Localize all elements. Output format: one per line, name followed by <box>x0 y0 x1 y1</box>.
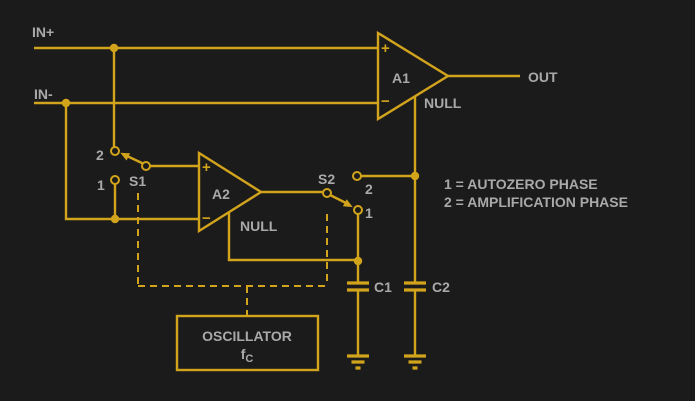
c2-plates <box>404 281 426 292</box>
oscillator-block: OSCILLATOR fC <box>175 314 320 372</box>
phase-legend: 1 = AUTOZERO PHASE 2 = AMPLIFICATION PHA… <box>444 176 628 210</box>
s2-arm-arrowhead <box>342 199 353 208</box>
a1-label: A1 <box>392 70 410 86</box>
oscillator-label: OSCILLATOR <box>202 328 292 344</box>
c2-ground-icon <box>404 354 426 370</box>
a1-null-label: NULL <box>424 95 462 111</box>
opamp-a2: + − A2 NULL <box>197 150 278 234</box>
a2-label: A2 <box>212 186 230 202</box>
oscillator-frequency-label: fC <box>241 346 254 365</box>
a2-plus-input-label: + <box>202 159 211 176</box>
junction-c2-node <box>410 171 420 181</box>
switch-s2: S2 2 1 <box>318 171 373 221</box>
legend-amplification-phase: 2 = AMPLIFICATION PHASE <box>444 194 628 210</box>
s1-arm <box>126 154 145 166</box>
oscillator-control-lines <box>137 193 328 316</box>
opamp-a2-triangle <box>197 150 264 234</box>
c2-label: C2 <box>432 279 450 295</box>
junction-c1-node <box>353 256 363 266</box>
a1-plus-input-label: + <box>381 40 390 57</box>
s1-pos2-label: 2 <box>96 147 104 163</box>
s2-label: S2 <box>318 171 335 187</box>
s1-pos1-label: 1 <box>97 177 105 193</box>
capacitor-c2: C2 <box>404 279 450 370</box>
oscillator-box <box>175 314 320 372</box>
port-labels: IN+ IN- OUT <box>32 24 558 102</box>
c1-label: C1 <box>374 279 392 295</box>
opamp-a1-triangle <box>376 30 451 122</box>
a2-minus-input-label: − <box>202 210 211 227</box>
oscillator-freq-subscript: C <box>245 353 253 365</box>
junction-in-plus <box>109 43 119 53</box>
c1-plates <box>347 281 369 292</box>
s2-common <box>322 188 332 198</box>
junction-s1-bottom <box>110 214 120 224</box>
wire-inminus-to-a2-minus <box>64 103 199 221</box>
a1-minus-input-label: − <box>381 93 390 110</box>
c1-ground-icon <box>347 354 369 370</box>
opamp-a1: + − A1 NULL <box>376 30 462 122</box>
capacitor-c1: C1 <box>347 279 392 370</box>
s2-pos2-label: 2 <box>365 181 373 197</box>
switch-s1: 2 1 S1 <box>96 146 151 193</box>
s1-contact-1 <box>110 175 120 185</box>
s1-label: S1 <box>129 173 146 189</box>
s1-contact-2 <box>110 146 120 156</box>
in-plus-label: IN+ <box>32 24 54 40</box>
legend-autozero-phase: 1 = AUTOZERO PHASE <box>444 176 598 192</box>
s1-arm-arrowhead <box>120 152 131 161</box>
junction-in-minus <box>61 98 71 108</box>
oscillator-freq-base: f <box>241 346 246 362</box>
junction-dots <box>61 43 420 266</box>
s2-contact-2 <box>352 171 362 181</box>
wire-a2-null-feedback <box>227 212 358 262</box>
in-minus-label: IN- <box>34 86 53 102</box>
a2-null-label: NULL <box>240 218 278 234</box>
s2-arm <box>329 193 347 205</box>
s1-common <box>141 161 151 171</box>
s2-pos1-label: 1 <box>365 205 373 221</box>
out-label: OUT <box>528 69 558 85</box>
s2-contact-1 <box>353 205 363 215</box>
